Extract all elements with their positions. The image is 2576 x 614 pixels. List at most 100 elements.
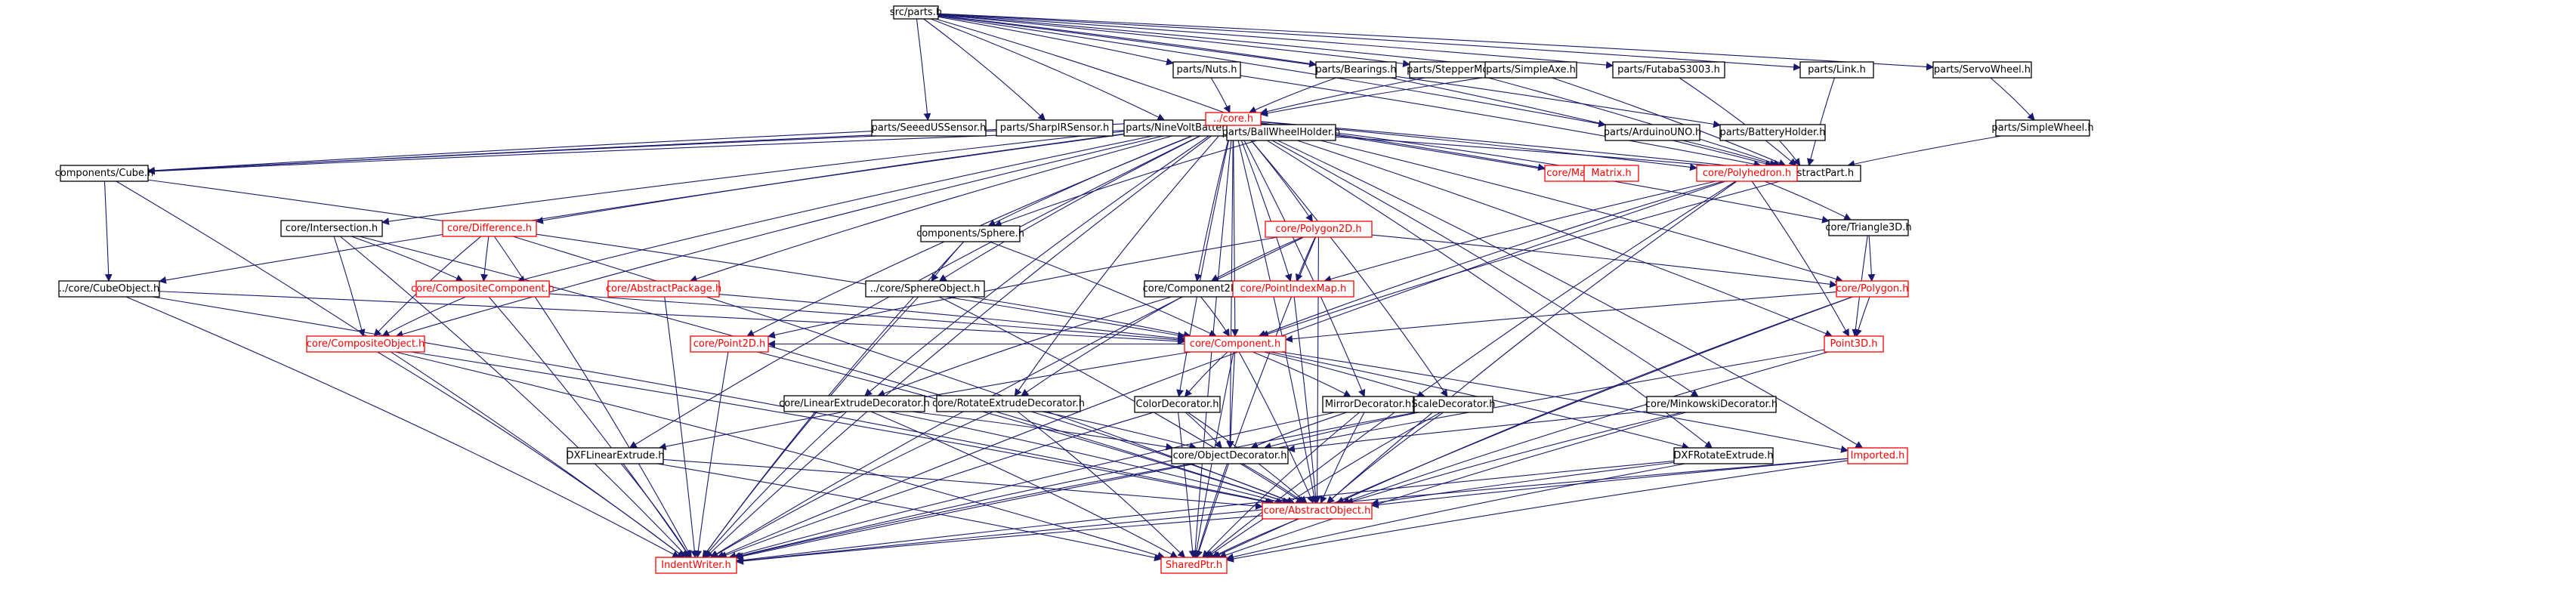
edge-core-to-polygon — [1257, 125, 1843, 283]
node-label-point2d: core/Point2D.h — [693, 338, 765, 350]
node-box-battholder[interactable] — [1719, 124, 1826, 141]
node-mirrordecorator[interactable]: MirrorDecorator.h — [1322, 396, 1414, 413]
edge-bearings-to-abstractpart — [1390, 77, 1773, 168]
edge-core-to-abstractpackage — [689, 125, 1212, 282]
node-nuts[interactable]: parts/Nuts.h — [1172, 61, 1241, 79]
node-label-link: parts/Link.h — [1808, 64, 1866, 76]
edge-scaledecorator-to-indentwriter — [732, 412, 1416, 560]
edge-link-to-abstractpart — [1806, 77, 1835, 166]
node-box-triangle3d[interactable] — [1828, 219, 1909, 236]
edge-nuts-to-core — [1210, 77, 1231, 113]
node-minkowskidec[interactable]: core/MinkowskiDecorator.h — [1645, 396, 1778, 413]
node-box-dxfrotateextrude[interactable] — [1673, 447, 1774, 464]
node-dxflinearextrude[interactable]: DXFLinearExtrude.h — [566, 447, 665, 464]
node-core: ../core.h — [1205, 112, 1262, 126]
node-colordecorator[interactable]: ColorDecorator.h — [1134, 396, 1221, 413]
node-box-abstractpackage — [607, 280, 720, 298]
node-battholder[interactable]: parts/BatteryHolder.h — [1719, 124, 1826, 141]
node-box-compositeobject — [306, 335, 425, 353]
node-imported: Imported.h — [1847, 447, 1908, 464]
node-label-bearings: parts/Bearings.h — [1315, 64, 1396, 76]
node-box-ballwheel[interactable] — [1226, 124, 1336, 141]
node-linearextrudedec[interactable]: core/LinearExtrudeDecorator.h — [779, 395, 930, 412]
node-box-futaba[interactable] — [1612, 61, 1725, 79]
node-box-objectdecorator[interactable] — [1171, 447, 1289, 464]
edge-core-to-abstractpart — [1260, 121, 1753, 171]
node-box-intersection[interactable] — [280, 220, 383, 237]
node-ballwheel[interactable]: parts/BallWheelHolder.h — [1222, 124, 1341, 141]
node-box-cubeobject[interactable] — [58, 280, 160, 298]
edge-root-to-futaba — [937, 14, 1614, 69]
node-scaledecorator[interactable]: ScaleDecorator.h — [1412, 396, 1496, 413]
node-box-linearextrudedec[interactable] — [783, 395, 925, 412]
node-component2d[interactable]: core/Component2D.h — [1143, 280, 1248, 298]
node-rotateextrudedec[interactable]: core/RotateExtrudeDecorator.h — [932, 395, 1085, 412]
node-cube[interactable]: components/Cube.h — [55, 165, 154, 182]
node-bearings[interactable]: parts/Bearings.h — [1315, 61, 1397, 79]
node-box-sharpir[interactable] — [996, 119, 1113, 137]
node-intersection[interactable]: core/Intersection.h — [280, 220, 383, 237]
node-box-arduino[interactable] — [1605, 124, 1700, 141]
node-sharpir[interactable]: parts/SharpIRSensor.h — [996, 119, 1113, 137]
node-futaba[interactable]: parts/FutabaS3003.h — [1612, 61, 1725, 79]
node-link[interactable]: parts/Link.h — [1799, 61, 1874, 79]
edge-core-to-sphere — [987, 125, 1219, 227]
node-sphere[interactable]: components/Sphere.h — [916, 225, 1024, 242]
edge-component2d-to-rotateextrudedec — [1021, 296, 1183, 396]
node-arduino[interactable]: parts/ArduinoUNO.h — [1604, 124, 1701, 141]
node-box-rotateextrudedec[interactable] — [936, 395, 1081, 412]
node-box-colordecorator[interactable] — [1134, 396, 1221, 413]
edge-compositeobject-to-sharedptr — [395, 351, 1166, 560]
node-objectdecorator[interactable]: core/ObjectDecorator.h — [1171, 447, 1289, 464]
edge-stepper-to-abstractpart — [1487, 77, 1781, 167]
node-box-bearings[interactable] — [1315, 61, 1397, 79]
node-box-simpleaxe[interactable] — [1484, 61, 1577, 79]
edge-polygon2d-to-abstractobject — [1313, 236, 1321, 504]
node-label-seeed: parts/SeeedUSSensor.h — [872, 122, 987, 134]
node-box-mirrordecorator[interactable] — [1322, 396, 1414, 413]
edge-colordecorator-to-objectdecorator — [1185, 412, 1222, 449]
node-dxfrotateextrude[interactable]: DXFRotateExtrude.h — [1673, 447, 1774, 464]
node-box-sphere[interactable] — [920, 225, 1021, 242]
node-pointindexmap: core/PointIndexMap.h — [1232, 280, 1354, 298]
edge-compositeobject-to-abstractobject — [410, 351, 1273, 506]
node-simpleaxe[interactable]: parts/SimpleAxe.h — [1484, 61, 1577, 79]
node-box-polygon2d — [1265, 221, 1373, 238]
node-box-servowheel[interactable] — [1932, 61, 2032, 79]
node-label-cubeobject: ../core/CubeObject.h — [59, 283, 159, 295]
node-label-dxfrotateextrude: DXFRotateExtrude.h — [1673, 450, 1773, 461]
edge-linearextrudedec-to-indentwriter — [703, 411, 848, 558]
node-box-sphereobject[interactable] — [865, 280, 985, 298]
edge-servowheel-to-simplewheel — [1990, 77, 2035, 121]
node-box-scaledecorator[interactable] — [1413, 396, 1493, 413]
node-label-pointindexmap: core/PointIndexMap.h — [1240, 283, 1346, 295]
edge-linearextrudedec-to-abstractobject — [888, 411, 1284, 505]
node-simplewheel[interactable]: parts/SimpleWheel.h — [1991, 119, 2094, 137]
node-label-triangle3d: core/Triangle3D.h — [1825, 222, 1911, 233]
node-label-simplewheel: parts/SimpleWheel.h — [1991, 122, 2093, 134]
edge-nuts-to-abstractpart — [1240, 75, 1762, 168]
node-seeed[interactable]: parts/SeeedUSSensor.h — [871, 119, 987, 137]
edge-root-to-simpleaxe — [937, 14, 1486, 69]
node-box-nuts[interactable] — [1172, 61, 1241, 79]
edge-colordecorator-to-sharedptr — [1178, 412, 1197, 558]
node-box-seeed[interactable] — [871, 119, 987, 137]
node-box-simplewheel[interactable] — [1995, 119, 2090, 137]
node-box-link[interactable] — [1799, 61, 1874, 79]
edge-component-to-abstractobject — [1238, 351, 1314, 504]
edge-intersection-to-abstractobject — [359, 236, 1290, 504]
node-cubeobject[interactable]: ../core/CubeObject.h — [58, 280, 160, 298]
node-compositeobject: core/CompositeObject.h — [306, 335, 425, 353]
node-triangle3d[interactable]: core/Triangle3D.h — [1825, 219, 1912, 236]
edge-abstractpackage-to-indentwriter — [664, 296, 699, 558]
node-box-cube[interactable] — [60, 165, 149, 182]
edge-simpleaxe-to-core — [1260, 76, 1486, 117]
node-sphereobject[interactable]: ../core/SphereObject.h — [865, 280, 985, 298]
node-label-scaledecorator: ScaleDecorator.h — [1412, 399, 1496, 410]
node-servowheel[interactable]: parts/ServoWheel.h — [1932, 61, 2032, 79]
node-box-minkowskidec[interactable] — [1646, 396, 1777, 413]
edge-scaledecorator-to-sharedptr — [1206, 412, 1441, 558]
node-box-dxflinearextrude[interactable] — [567, 447, 664, 464]
node-box-root — [893, 5, 939, 20]
